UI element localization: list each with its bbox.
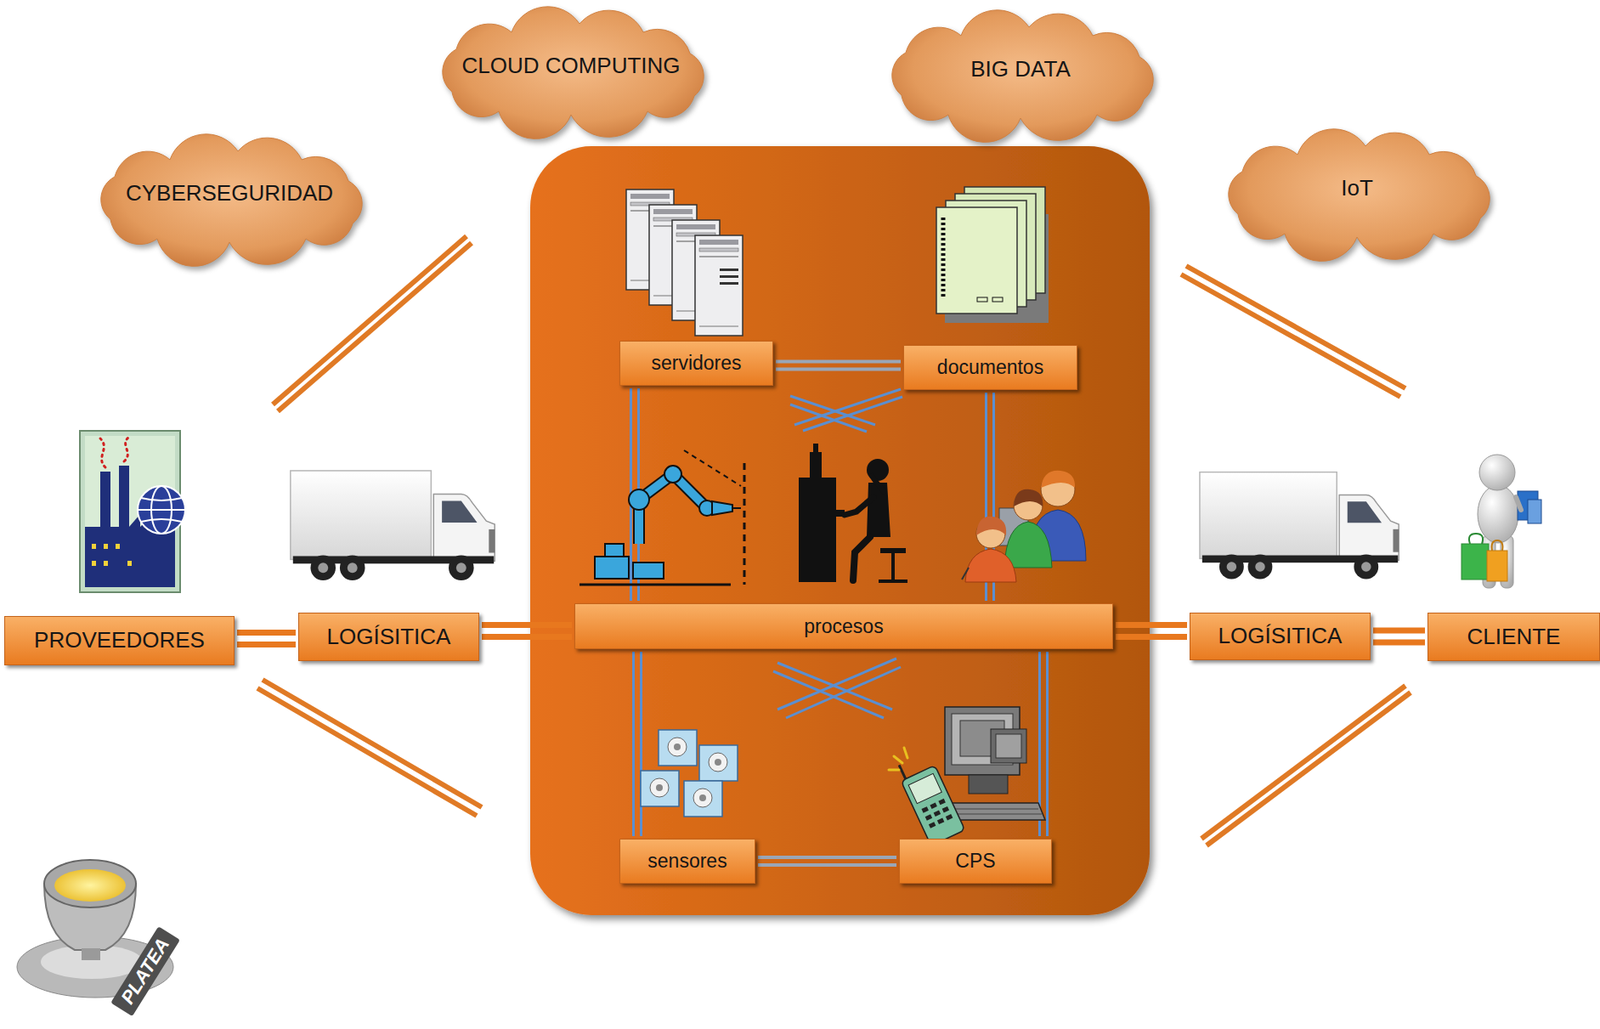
node-text: LOGÍSITICA	[1218, 623, 1343, 650]
connector-stroke	[1373, 627, 1425, 634]
cloud-outline	[892, 10, 1154, 143]
node-text: PROVEEDORES	[33, 627, 205, 654]
node-text: procesos	[803, 615, 883, 638]
connector-stroke	[757, 863, 897, 867]
cloud-node: IoT	[1204, 133, 1510, 244]
orange-diagonal-links	[257, 236, 1411, 846]
double-line-connector	[1115, 625, 1188, 638]
robot-icon	[579, 450, 745, 585]
connector-stroke	[237, 629, 296, 636]
double-line-connector	[481, 625, 572, 638]
people-icon	[961, 470, 1086, 583]
node-text: BIG DATA	[970, 56, 1071, 83]
connector-stroke	[237, 641, 296, 648]
computer-icon	[888, 706, 1046, 846]
truck-icon	[290, 470, 495, 581]
connector-stroke	[632, 651, 635, 837]
node-text: CLOUD COMPUTING	[461, 53, 680, 80]
cloud-node: BIG DATA	[867, 14, 1174, 125]
node-text: CYBERSEGURIDAD	[125, 180, 334, 207]
process-box: CLIENTE	[1427, 612, 1600, 662]
double-line-connector	[757, 857, 897, 866]
double-line-connector	[1373, 630, 1425, 643]
connector-stroke	[757, 855, 897, 860]
process-box: PROVEEDORES	[4, 616, 235, 666]
process-box: servidores	[619, 340, 774, 386]
operator-icon	[798, 443, 908, 583]
customer-icon	[1461, 454, 1542, 588]
watermark-label: PLATEA	[110, 926, 181, 1017]
node-text: IoT	[1340, 175, 1374, 202]
connector-stroke	[639, 651, 643, 837]
double-line-connector	[633, 651, 642, 837]
connector-stroke	[1115, 633, 1188, 640]
connector-stroke	[775, 367, 901, 372]
connector-stroke	[775, 360, 901, 364]
connector-stroke	[481, 621, 572, 628]
double-line-connector	[775, 361, 901, 370]
blue-cross-links	[773, 389, 903, 719]
node-text: servidores	[650, 351, 741, 374]
connector-stroke	[1045, 651, 1049, 837]
cloud-node: CLOUD COMPUTING	[418, 11, 724, 122]
process-box: procesos	[574, 603, 1114, 650]
cloud-node: CYBERSEGURIDAD	[76, 138, 383, 249]
node-text: sensores	[647, 849, 727, 872]
servers-icon	[626, 189, 743, 336]
process-box: CPS	[898, 838, 1052, 884]
double-line-connector	[237, 633, 296, 645]
node-text: CLIENTE	[1467, 624, 1561, 651]
truck-icon	[1199, 472, 1399, 580]
cloud-outline	[1228, 129, 1490, 262]
node-text: documentos	[937, 356, 1044, 379]
cloud-outline	[442, 6, 704, 140]
documents-icon	[936, 186, 1049, 323]
node-text: LOGÍSITICA	[327, 624, 452, 651]
connector-stroke	[1373, 639, 1425, 646]
central-panel	[530, 146, 1150, 916]
sensors-icon	[640, 729, 738, 817]
process-box: sensores	[619, 838, 756, 884]
connector-stroke	[1115, 621, 1188, 628]
connector-stroke	[481, 633, 572, 640]
factory-icon	[79, 430, 186, 593]
cloud-outline	[101, 134, 362, 267]
process-box: LOGÍSITICA	[298, 612, 480, 662]
process-box: documentos	[903, 344, 1078, 391]
process-box: LOGÍSITICA	[1189, 612, 1371, 661]
node-text: CPS	[955, 849, 996, 872]
